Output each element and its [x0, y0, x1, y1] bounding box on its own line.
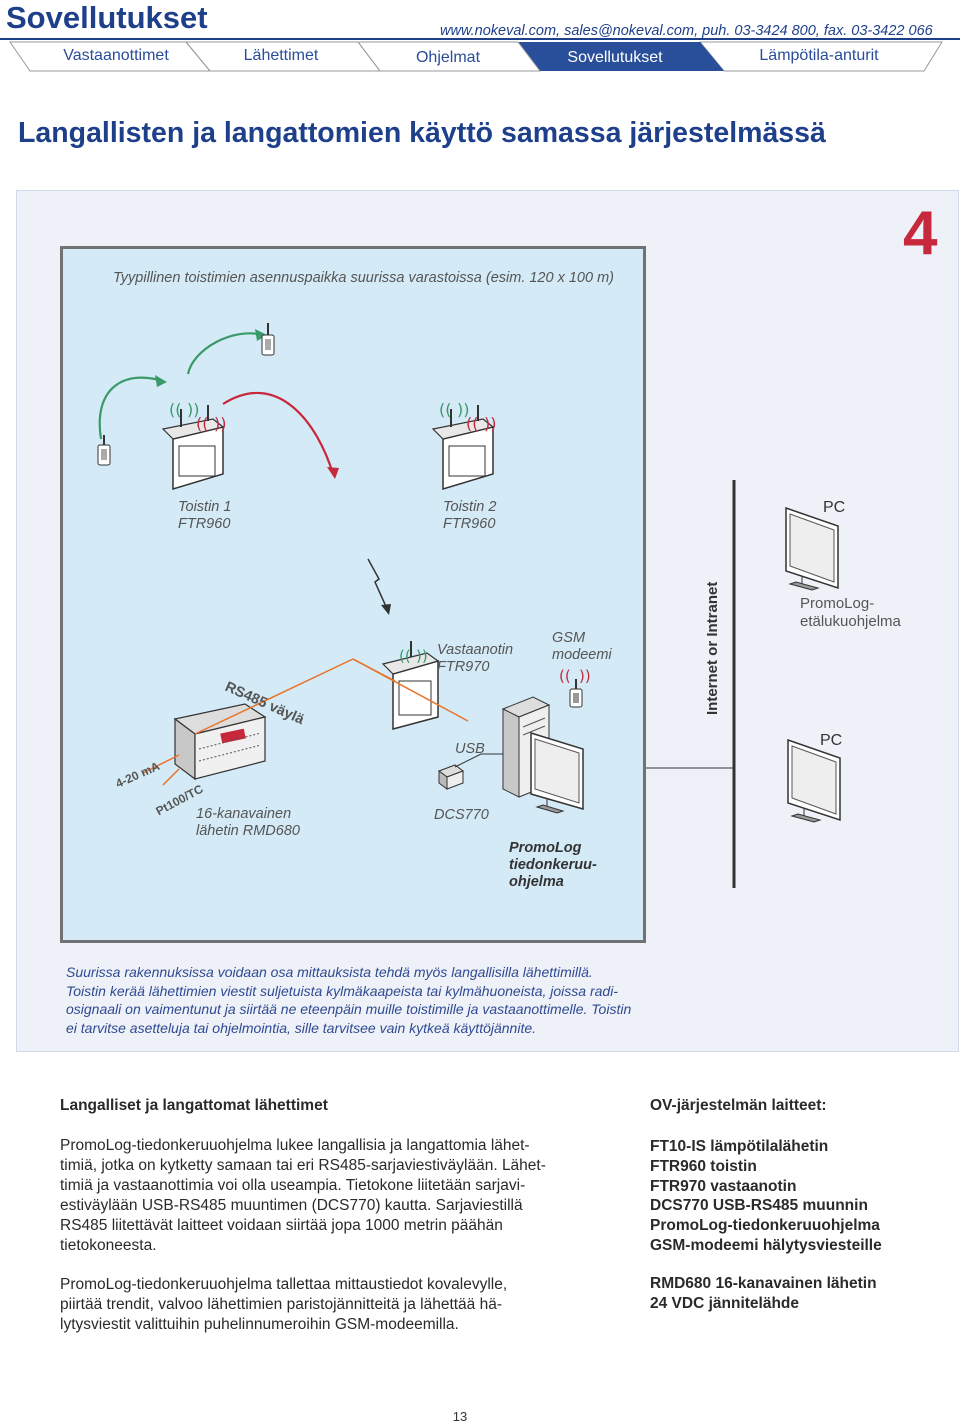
- transmitter-icon: [97, 435, 111, 466]
- dcs770-icon: [437, 764, 465, 790]
- list-item: PromoLog-tiedonkeruuohjelma: [650, 1217, 880, 1235]
- etalukuohjelma-label-2: etälukuohjelma: [800, 613, 901, 630]
- page-title: Langallisten ja langattomien käyttö sama…: [18, 117, 826, 149]
- arrowhead-2: [255, 329, 267, 341]
- svg-text:((: ((: [169, 400, 181, 419]
- transmitter-icon: [261, 323, 275, 356]
- contact-info: www.nokeval.com, sales@nokeval.com, puh.…: [440, 23, 933, 39]
- promolog-label-1: PromoLog: [509, 840, 582, 856]
- svg-text:((: ((: [559, 667, 571, 685]
- caption-line: Suurissa rakennuksissa voidaan osa mitta…: [66, 964, 593, 980]
- promolog-label-2: tiedonkeruu-: [509, 857, 597, 873]
- receiver-icon: (( )): [381, 641, 440, 730]
- network-graphics: [646, 480, 841, 888]
- list-item: FTR970 vastaanotin: [650, 1177, 797, 1195]
- svg-text:)): )): [416, 647, 428, 665]
- list-item: FTR960 toistin: [650, 1157, 757, 1175]
- monitor-icon: [530, 731, 584, 814]
- list-item: RMD680 16-kanavainen lähetin: [650, 1275, 877, 1292]
- transmitter-name: 16-kanavainen: [196, 806, 292, 822]
- caption-line: Toistin kerää lähettimien viestit suljet…: [66, 982, 618, 999]
- arrowhead-3: [327, 467, 339, 479]
- list-item: 24 VDC jännitelähde: [650, 1294, 800, 1312]
- chapter-number: 4: [903, 199, 938, 268]
- rmd680-transmitter-icon: [173, 703, 267, 781]
- svg-text:((: ((: [439, 400, 451, 419]
- svg-text:)): )): [187, 400, 199, 419]
- radio-arrow-3: [222, 391, 335, 475]
- tab-sovellutukset[interactable]: Sovellutukset: [567, 49, 663, 66]
- usb-label: USB: [455, 741, 485, 757]
- pc-bottom-icon: [787, 738, 841, 823]
- text-line: piirtää trendit, valvoo lähettimien pari…: [60, 1296, 503, 1313]
- paragraph-2: PromoLog-tiedonkeruuohjelma tallettaa mi…: [60, 1275, 615, 1335]
- device-list-1: FT10-IS lämpötilalähetin FTR960 toistin …: [650, 1137, 882, 1256]
- radio-arrow-2: [186, 332, 264, 375]
- tab-ohjelmat[interactable]: Ohjelmat: [415, 49, 481, 66]
- text-line: timiä, jotka on kytketty samaan tai eri …: [60, 1157, 546, 1174]
- system-diagram: (( )) (( )) (( )) (( )) (( )): [60, 246, 646, 943]
- usb-cable: [454, 753, 503, 768]
- repeater-2-name: Toistin 2: [443, 499, 497, 515]
- etalukuohjelma-label-1: PromoLog-: [800, 595, 875, 612]
- repeater-1-model: FTR960: [178, 516, 231, 532]
- list-item: DCS770 USB-RS485 muunnin: [650, 1197, 868, 1215]
- text-line: lytysviestit valittuihin puhelinnumeroih…: [60, 1316, 459, 1333]
- rs485-wire: [194, 658, 354, 735]
- paragraph-1: PromoLog-tiedonkeruuohjelma lukee langal…: [60, 1136, 615, 1256]
- svg-text:((: ((: [399, 647, 411, 665]
- tab-lampotila-anturit[interactable]: Lämpötila-anturit: [759, 47, 879, 64]
- svg-text:)): )): [579, 667, 591, 685]
- transmitter-model: lähetin RMD680: [196, 823, 300, 839]
- list-item: FT10-IS lämpötilalähetin: [650, 1138, 829, 1155]
- svg-text:)): )): [214, 414, 226, 433]
- text-line: tietokoneesta.: [60, 1237, 157, 1254]
- svg-text:)): )): [484, 414, 496, 433]
- section-title-right: OV-järjestelmän laitteet:: [650, 1097, 827, 1114]
- repeater-2-model: FTR960: [443, 516, 496, 532]
- pt-wire: [162, 768, 180, 786]
- pc-bottom-label: PC: [820, 732, 843, 749]
- tab-bar: [0, 38, 960, 72]
- promolog-label-3: ohjelma: [509, 874, 564, 890]
- section-title-left: Langalliset ja langattomat lähettimet: [60, 1097, 328, 1114]
- dcs-label: DCS770: [434, 807, 489, 823]
- svg-text:)): )): [457, 400, 469, 419]
- text-line: PromoLog-tiedonkeruuohjelma tallettaa mi…: [60, 1276, 508, 1293]
- caption-line: osignaali on vaimentunut ja siirtää ne e…: [66, 1001, 632, 1017]
- ma-wire: [142, 754, 180, 774]
- diagram-title: Tyypillinen toistimien asennuspaikka suu…: [113, 270, 615, 286]
- diagram-graphics: (( )) (( )) (( )) (( )) (( )): [97, 323, 591, 814]
- receiver-name: Vastaanotin: [437, 642, 514, 658]
- repeater-1-icon: (( )) (( )): [161, 400, 226, 491]
- page-number: 13: [452, 1409, 468, 1424]
- lightning-icon: [367, 558, 389, 612]
- brand-title: Sovellutukset: [6, 0, 208, 35]
- diagram-caption: Suurissa rakennuksissa voidaan osa mitta…: [66, 963, 666, 1037]
- repeater-1-name: Toistin 1: [178, 499, 232, 515]
- radio-arrow-1: [98, 376, 164, 440]
- pc-top-label: PC: [823, 499, 846, 516]
- svg-text:((: ((: [466, 414, 478, 433]
- repeater-2-icon: (( )) (( )): [431, 400, 496, 491]
- device-list-2: RMD680 16-kanavainen lähetin 24 VDC jänn…: [650, 1274, 877, 1314]
- text-line: timiä ja vastaanottimia voi olla useampi…: [60, 1177, 526, 1194]
- gsm-label: GSM: [552, 630, 586, 646]
- rs485-wire-dcs: [352, 658, 469, 722]
- text-line: estiväylään USB-RS485 muuntimen (DCS770)…: [60, 1197, 523, 1214]
- arrowhead-1: [155, 375, 167, 387]
- text-line: RS485 liitettävät laitteet voidaan siirt…: [60, 1217, 503, 1234]
- gsm-label-2: modeemi: [552, 647, 612, 663]
- caption-line: ei tarvitse asetteluja tai ohjelmointia,…: [66, 1019, 537, 1036]
- text-line: PromoLog-tiedonkeruuohjelma lukee langal…: [60, 1137, 530, 1154]
- internet-label: Internet or Intranet: [704, 581, 721, 715]
- pc-top-icon: [785, 506, 839, 591]
- receiver-model: FTR970: [437, 659, 490, 675]
- tab-lahettimet[interactable]: Lähettimet: [243, 47, 319, 64]
- svg-text:((: ((: [196, 414, 208, 433]
- tab-vastaanottimet[interactable]: Vastaanottimet: [63, 47, 169, 64]
- gsm-modem-icon: (( )): [559, 667, 591, 708]
- list-item: GSM-modeemi hälytysviesteille: [650, 1236, 882, 1254]
